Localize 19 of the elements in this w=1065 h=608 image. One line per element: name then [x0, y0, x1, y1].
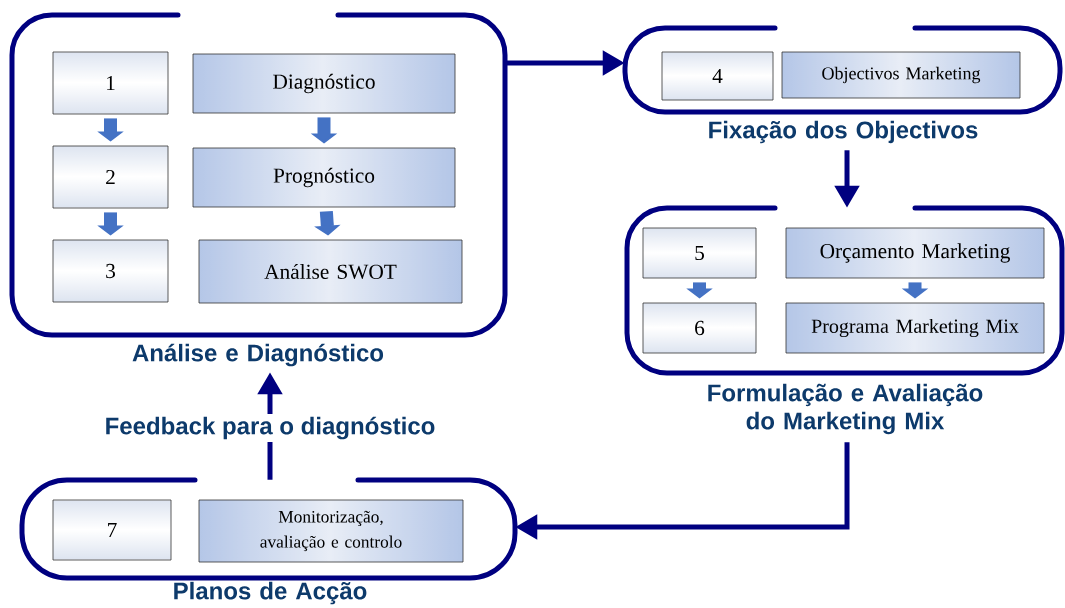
- step-box: Monitorização, avaliação e controlo: [198, 499, 464, 563]
- step-box: Diagnóstico: [192, 53, 456, 114]
- number-box: 1: [52, 51, 169, 115]
- number-box: 7: [52, 499, 172, 561]
- number-box: 4: [661, 51, 774, 101]
- number-box: 3: [52, 239, 169, 303]
- number-box: 2: [52, 145, 169, 209]
- group-heading: Formulação e Avaliação do Marketing Mix: [708, 383, 983, 435]
- group-heading: Fixação dos Objectivos: [709, 120, 978, 144]
- edge-label: Feedback para o diagnóstico: [101, 414, 439, 442]
- group-heading: Planos de Acção: [174, 581, 367, 605]
- number-box: 5: [642, 227, 757, 279]
- step-box: Programa Marketing Mix: [785, 302, 1045, 354]
- step-box: Análise SWOT: [198, 239, 463, 304]
- step-box: Objectivos Marketing: [781, 51, 1021, 99]
- step-box: Orçamento Marketing: [785, 227, 1045, 279]
- step-box: Prognóstico: [192, 147, 456, 208]
- group-heading: Análise e Diagnóstico: [132, 343, 384, 367]
- number-box: 6: [642, 302, 757, 354]
